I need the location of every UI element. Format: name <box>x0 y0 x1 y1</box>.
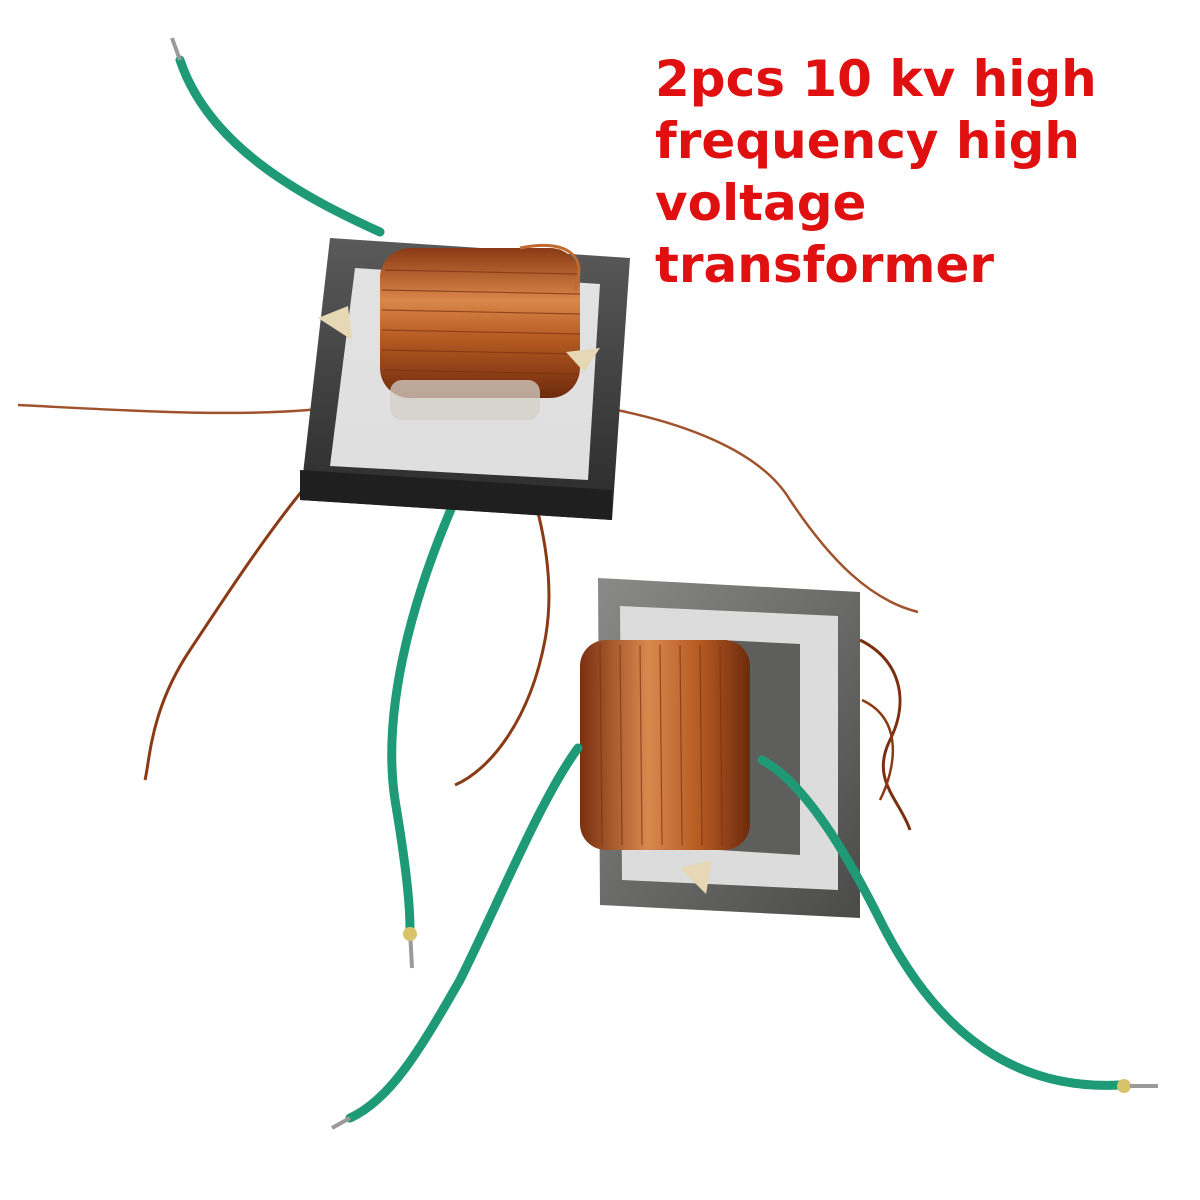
copper-coil-2 <box>580 640 750 850</box>
green-wire-right <box>757 755 1125 1090</box>
transformer-lower-right <box>331 578 1158 1130</box>
copper-lead-side <box>859 638 912 831</box>
tape-tab-left <box>318 306 352 340</box>
caption-line-2: frequency high <box>655 112 1080 170</box>
wire-tip-top <box>170 37 182 61</box>
copper-lead-left <box>17 403 351 415</box>
green-wire-down <box>387 495 460 935</box>
caption-line-4: transformer <box>655 236 995 294</box>
tape-tab-right <box>566 348 600 372</box>
transformer-upper-left <box>17 37 919 969</box>
tape-tab-bottom <box>680 860 712 894</box>
product-caption: 2pcs 10 kv high frequency high voltage t… <box>655 48 1185 296</box>
copper-lead-side-2 <box>861 698 894 801</box>
wire-tip-left <box>331 1116 351 1130</box>
caption-line-3: voltage <box>655 174 867 232</box>
copper-coil <box>380 243 581 420</box>
green-wire-top <box>175 55 385 237</box>
copper-lead-right <box>589 403 919 614</box>
green-wire-left <box>345 743 583 1123</box>
caption-line-1: 2pcs 10 kv high <box>655 50 1097 108</box>
